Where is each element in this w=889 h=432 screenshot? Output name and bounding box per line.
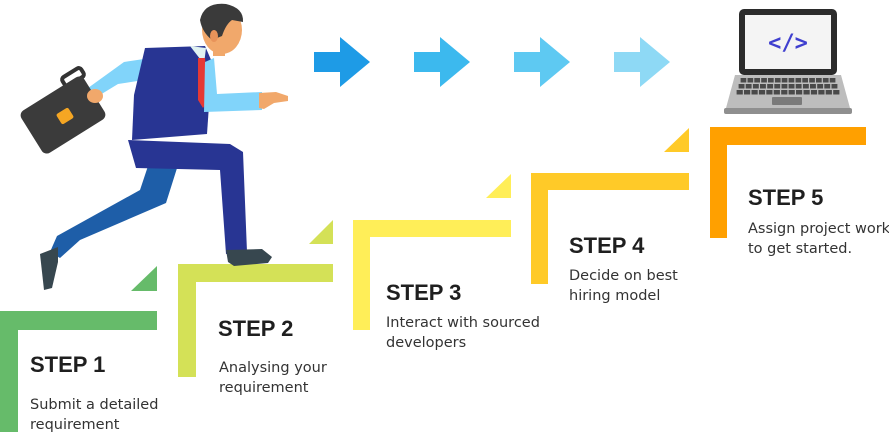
keyboard-key (788, 84, 795, 89)
keyboard-key (788, 90, 795, 95)
arrow-2 (414, 37, 470, 87)
keyboard-key (774, 78, 781, 83)
keyboard-key (754, 78, 760, 83)
keyboard-key (767, 84, 774, 89)
keyboard-key (761, 78, 767, 83)
step-1-triangle (131, 266, 157, 291)
keyboard-key (744, 90, 751, 95)
briefcase-icon (20, 66, 106, 154)
keyboard-key (745, 84, 752, 89)
step-5-title: STEP 5 (748, 185, 823, 210)
keyboard-key (810, 84, 816, 89)
hand (259, 92, 288, 109)
keyboard-key (802, 84, 809, 89)
keyboard-key (740, 78, 747, 83)
keyboard-key (747, 78, 754, 83)
step-2-desc-line2: requirement (219, 380, 309, 396)
arrow-1 (314, 37, 370, 87)
code-symbol: </> (768, 31, 808, 56)
keyboard-key (833, 90, 840, 95)
keyboard-key (810, 90, 818, 95)
step-2-triangle (309, 220, 333, 244)
keyboard-key (781, 78, 788, 83)
step-4-desc-line2: hiring model (569, 288, 660, 304)
step-2-title: STEP 2 (218, 316, 293, 341)
step-1-title: STEP 1 (30, 352, 105, 377)
arrow-3 (514, 37, 570, 87)
step-2-desc-line1: Analysing your (219, 360, 327, 376)
step-5-desc-line2: to get started. (748, 241, 852, 257)
keyboard-key (825, 90, 832, 95)
step-4-text: STEP 4 Decide on best hiring model (569, 233, 678, 304)
keyboard-key (795, 78, 802, 83)
laptop-icon: </> (724, 9, 852, 114)
step-4-stair (531, 128, 689, 284)
step-1-desc-line1: Submit a detailed (30, 397, 158, 413)
laptop-keyboard (736, 78, 840, 95)
businessman-illustration (20, 3, 288, 290)
keyboard-key (760, 84, 766, 89)
arrow-row (314, 37, 670, 87)
step-2-text: STEP 2 Analysing your requirement (218, 316, 327, 396)
step-3-desc-line2: developers (386, 335, 466, 351)
front-shoe (226, 249, 272, 266)
step-3-triangle (486, 174, 511, 198)
keyboard-key (773, 90, 780, 95)
step-2-stair (178, 220, 333, 377)
keyboard-key (736, 90, 743, 95)
keyboard-key (816, 78, 822, 83)
step-4-triangle (664, 128, 689, 152)
step-3-title: STEP 3 (386, 280, 461, 305)
keyboard-key (822, 78, 829, 83)
keyboard-key (795, 84, 802, 89)
step-4-title: STEP 4 (569, 233, 645, 258)
laptop-trackpad (772, 97, 802, 105)
back-shoe (40, 247, 58, 290)
keyboard-key (738, 84, 745, 89)
arrow-4 (614, 37, 670, 87)
step-1-text: STEP 1 Submit a detailed requirement (30, 352, 158, 432)
step-4-desc-line1: Decide on best (569, 268, 678, 284)
keyboard-key (817, 84, 824, 89)
step-1-desc-line2: requirement (30, 417, 120, 432)
keyboard-key (751, 90, 758, 95)
step-5-text: STEP 5 Assign project work to get starte… (748, 185, 889, 257)
keyboard-key (824, 84, 831, 89)
keyboard-key (758, 90, 766, 95)
keyboard-key (796, 90, 803, 95)
step-3-stair (353, 174, 511, 330)
keyboard-key (766, 90, 773, 95)
step-5-desc-line1: Assign project work (748, 221, 889, 237)
keyboard-key (781, 90, 788, 95)
keyboard-key (774, 84, 781, 89)
keyboard-key (829, 78, 836, 83)
step-5-stair (710, 127, 866, 238)
keyboard-key (803, 90, 810, 95)
keyboard-key (788, 78, 795, 83)
step-3-desc-line1: Interact with sourced (386, 315, 540, 331)
keyboard-key (768, 78, 774, 83)
step-3-text: STEP 3 Interact with sourced developers (386, 280, 540, 351)
keyboard-key (802, 78, 808, 83)
keyboard-key (818, 90, 825, 95)
keyboard-key (831, 84, 838, 89)
keyboard-key (752, 84, 759, 89)
keyboard-key (809, 78, 815, 83)
step-1-stair (0, 266, 157, 432)
keyboard-key (781, 84, 788, 89)
